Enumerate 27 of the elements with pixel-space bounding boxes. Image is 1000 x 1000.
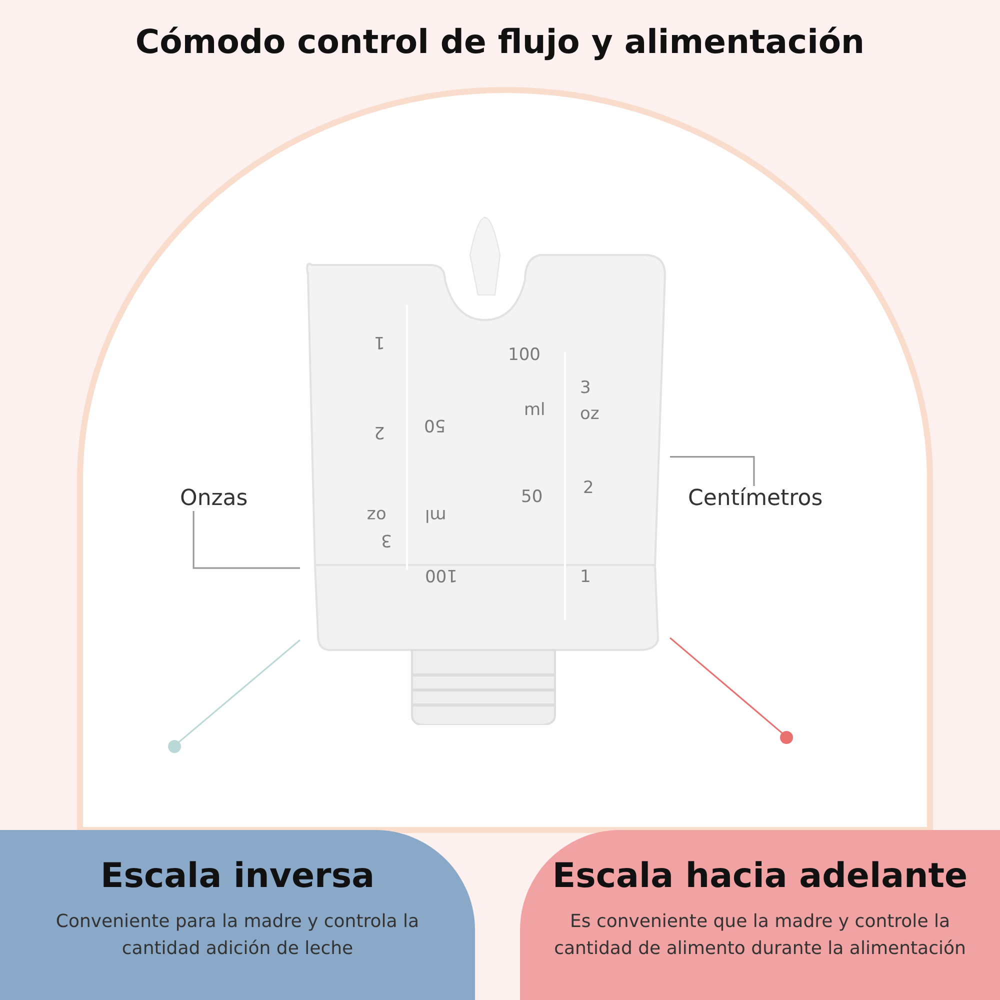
unit-label: oz — [580, 405, 600, 423]
card-description: Es conveniente que la madre y controle la cantidad de alimento durante la alimentación — [553, 910, 967, 961]
scale-number: 3 — [580, 379, 591, 397]
leader-line — [178, 639, 301, 743]
info-card — [0, 830, 475, 1000]
title: Cómodo control de flujo y alimentación — [134, 22, 866, 61]
leader-line — [192, 511, 300, 569]
scale-number: 50 — [424, 416, 446, 434]
scale-number: 100 — [425, 566, 458, 584]
callout-label: Centímetros — [688, 486, 823, 511]
card-description: Conveniente para la madre y controla la cantidad adición de leche — [54, 910, 420, 961]
card-heading: Escala hacia adelante — [551, 856, 969, 896]
unit-label: oz — [367, 506, 386, 524]
leader-line — [669, 637, 782, 734]
card-heading: Escala inversa — [99, 856, 376, 896]
callout-label: Onzas — [180, 486, 248, 511]
leader-line — [670, 456, 755, 486]
scale-number: 50 — [521, 488, 543, 506]
scale-number: 3 — [381, 531, 392, 549]
info-card — [520, 830, 1000, 1000]
scale-number: 1 — [374, 333, 385, 351]
unit-label: ml — [425, 506, 446, 524]
scale-number: 2 — [374, 423, 385, 441]
scale-number: 100 — [508, 346, 540, 364]
scale-number: 1 — [580, 568, 591, 586]
scale-number: 2 — [583, 479, 594, 497]
unit-label: ml — [524, 401, 546, 419]
